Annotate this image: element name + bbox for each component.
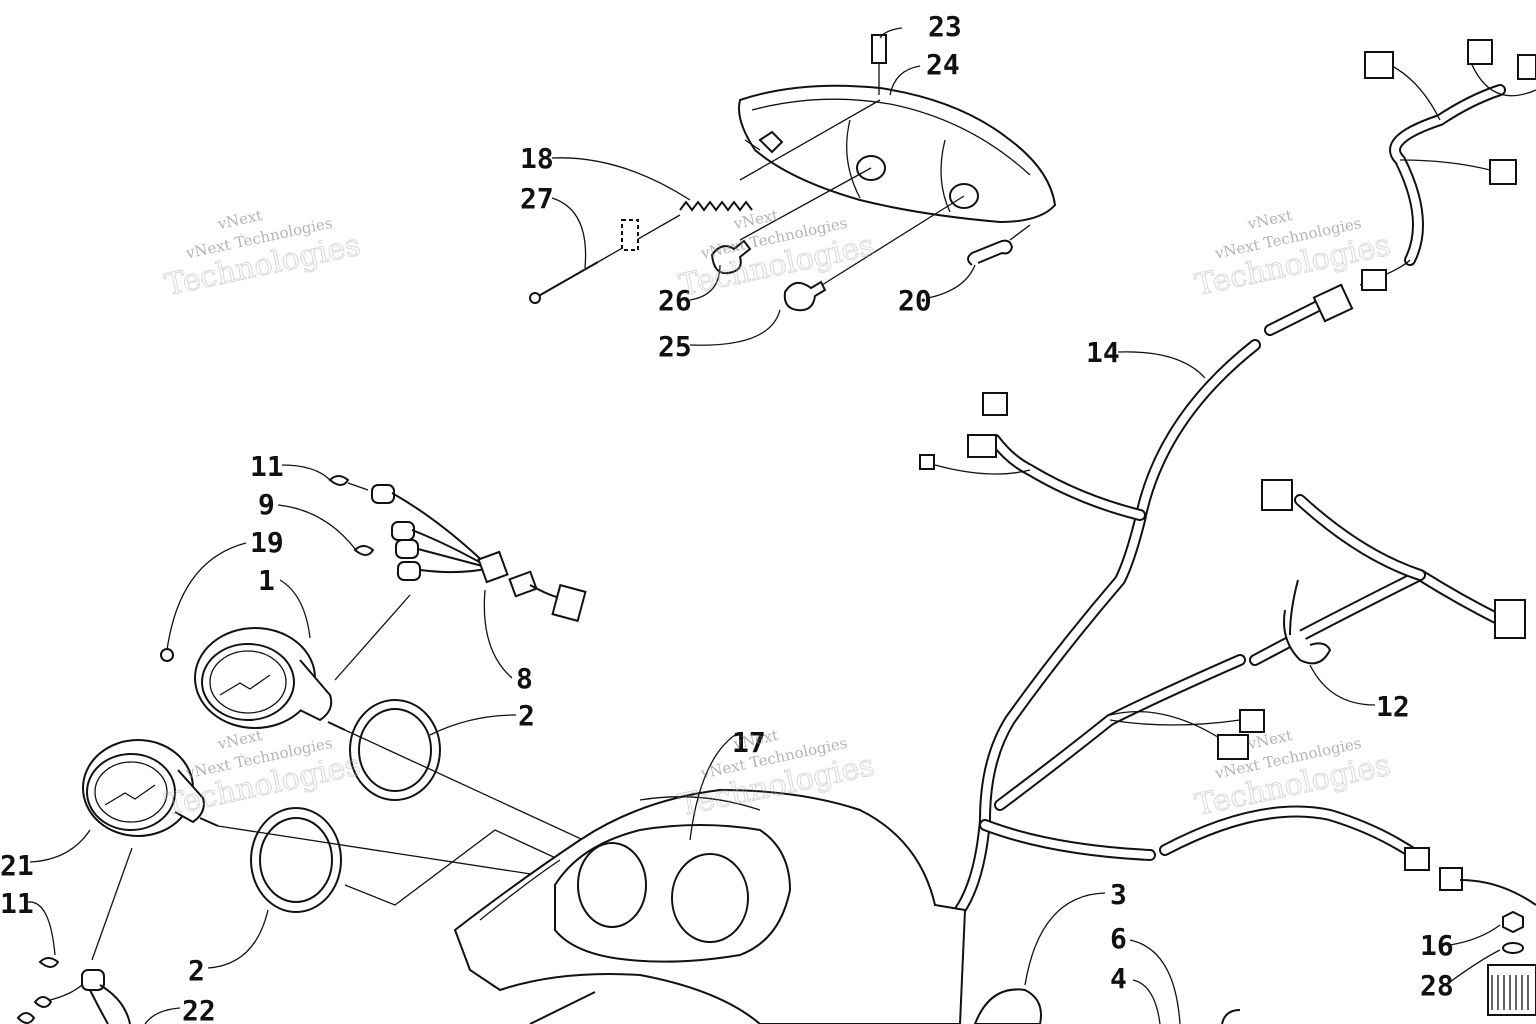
callout-28: 28 — [1420, 969, 1454, 1002]
callout-19: 19 — [250, 526, 284, 559]
watermark-2: vNext vNext Technologies Technologies — [676, 206, 878, 304]
callout-16: 16 — [1420, 929, 1454, 962]
callout-1: 1 — [258, 564, 275, 597]
callout-17: 17 — [732, 726, 766, 759]
callout-9: 9 — [258, 488, 275, 521]
callout-6: 6 — [1110, 922, 1127, 955]
callout-12: 12 — [1376, 690, 1410, 723]
callout-22: 22 — [182, 994, 216, 1024]
callout-26: 26 — [658, 284, 692, 317]
callout-27: 27 — [520, 182, 554, 215]
callout-2-top: 2 — [518, 699, 535, 732]
callout-21: 21 — [0, 849, 34, 882]
leader-lines — [27, 27, 1501, 1024]
callout-11-bottom: 11 — [0, 887, 34, 920]
callout-14: 14 — [1086, 336, 1120, 369]
watermark-1: vNext vNext Technologies Technologies — [161, 206, 363, 303]
headlight-assembly — [529, 34, 1057, 312]
wiring-harness — [919, 39, 1536, 1016]
callout-3: 3 — [1110, 878, 1127, 911]
callout-18: 18 — [520, 142, 554, 175]
callout-labels: 23 24 18 27 26 25 20 14 11 9 19 1 8 2 17… — [0, 10, 1454, 1024]
callout-11-top: 11 — [250, 450, 284, 483]
callout-2-bottom: 2 — [188, 954, 205, 987]
callout-23: 23 — [928, 10, 962, 43]
instrument-cluster — [16, 475, 1241, 1024]
callout-4: 4 — [1110, 962, 1127, 995]
callout-25: 25 — [658, 330, 692, 363]
callout-20: 20 — [898, 284, 932, 317]
callout-8: 8 — [516, 662, 533, 695]
callout-24: 24 — [926, 48, 960, 81]
